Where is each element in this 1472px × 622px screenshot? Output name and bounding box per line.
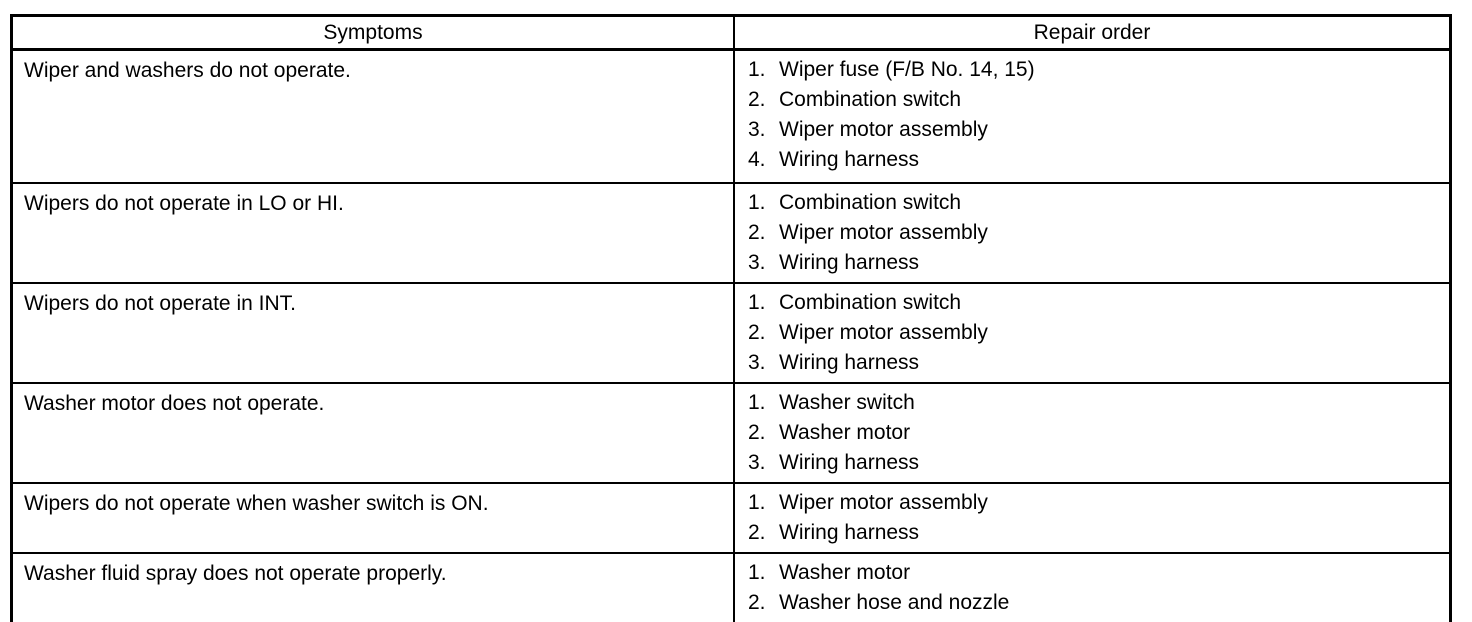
repair-cell: 1. Wiper fuse (F/B No. 14, 15) 2. Combin…: [733, 51, 1449, 182]
symptom-cell: Wiper and washers do not operate.: [24, 59, 351, 82]
repair-item-text: Washer switch: [779, 391, 915, 414]
repair-item-number: 2.: [748, 88, 766, 111]
repair-item-number: 4.: [748, 148, 766, 171]
repair-item-number: 2.: [748, 421, 766, 444]
table-row: Washer motor does not operate. 1. Washer…: [13, 382, 1449, 482]
repair-item-number: 1.: [748, 191, 766, 214]
repair-item-number: 2.: [748, 221, 766, 244]
repair-cell: 1. Combination switch 2. Wiper motor ass…: [733, 184, 1449, 282]
repair-item: 1. Washer motor: [748, 558, 1441, 588]
repair-item: 1. Combination switch: [748, 288, 1441, 318]
repair-item-text: Wiper motor assembly: [779, 221, 988, 244]
repair-item: 1. Wiper fuse (F/B No. 14, 15): [748, 55, 1441, 85]
repair-item: 2. Washer motor: [748, 418, 1441, 448]
repair-item-number: 3.: [748, 118, 766, 141]
repair-item-text: Combination switch: [779, 291, 962, 314]
repair-item-number: 2.: [748, 521, 766, 544]
repair-item-text: Wiring harness: [779, 148, 920, 171]
repair-cell: 1. Washer switch 2. Washer motor 3. Wiri…: [733, 384, 1449, 482]
table-row: Wiper and washers do not operate. 1. Wip…: [13, 51, 1449, 182]
repair-item-number: 1.: [748, 58, 766, 81]
symptom-cell: Wipers do not operate in LO or HI.: [24, 192, 344, 215]
repair-item: 1. Washer switch: [748, 388, 1441, 418]
repair-item-number: 1.: [748, 291, 766, 314]
repair-item: 2. Wiper motor assembly: [748, 318, 1441, 348]
repair-item: 2. Combination switch: [748, 85, 1441, 115]
table-header-row: Symptoms Repair order: [13, 17, 1449, 51]
repair-item-text: Combination switch: [779, 191, 962, 214]
repair-item-number: 3.: [748, 351, 766, 374]
repair-cell: 1. Washer motor 2. Washer hose and nozzl…: [733, 554, 1449, 622]
repair-item-text: Wiper motor assembly: [779, 118, 988, 141]
symptoms-repair-table: Symptoms Repair order Wiper and washers …: [10, 14, 1452, 622]
repair-item-text: Wiring harness: [779, 521, 920, 544]
repair-item-number: 1.: [748, 561, 766, 584]
repair-item: 4. Wiring harness: [748, 145, 1441, 175]
repair-item-number: 3.: [748, 451, 766, 474]
repair-item-text: Wiring harness: [779, 251, 920, 274]
repair-item-number: 1.: [748, 491, 766, 514]
repair-item-text: Wiring harness: [779, 451, 920, 474]
repair-cell: 1. Wiper motor assembly 2. Wiring harnes…: [733, 484, 1449, 552]
repair-item: 1. Combination switch: [748, 188, 1441, 218]
repair-item-number: 3.: [748, 251, 766, 274]
repair-item: 2. Washer hose and nozzle: [748, 588, 1441, 618]
table-row: Washer fluid spray does not operate prop…: [13, 552, 1449, 622]
repair-item: 2. Wiring harness: [748, 518, 1441, 548]
repair-item-number: 1.: [748, 391, 766, 414]
repair-item: 2. Wiper motor assembly: [748, 218, 1441, 248]
repair-cell: 1. Combination switch 2. Wiper motor ass…: [733, 284, 1449, 382]
repair-item-text: Wiper motor assembly: [779, 321, 988, 344]
symptom-cell: Washer motor does not operate.: [24, 392, 325, 415]
symptom-cell: Wipers do not operate in INT.: [24, 292, 296, 315]
repair-item-text: Wiper motor assembly: [779, 491, 988, 514]
symptom-cell: Wipers do not operate when washer switch…: [24, 492, 489, 515]
repair-item: 3. Wiring harness: [748, 248, 1441, 278]
repair-item: 3. Wiring harness: [748, 448, 1441, 478]
repair-item: 1. Wiper motor assembly: [748, 488, 1441, 518]
repair-item-text: Washer hose and nozzle: [779, 591, 1010, 614]
table-row: Wipers do not operate in INT. 1. Combina…: [13, 282, 1449, 382]
repair-item-number: 2.: [748, 591, 766, 614]
repair-item-text: Washer motor: [779, 561, 911, 584]
column-header-repair-order: Repair order: [733, 17, 1449, 48]
table-row: Wipers do not operate in LO or HI. 1. Co…: [13, 182, 1449, 282]
repair-item-number: 2.: [748, 321, 766, 344]
symptom-cell: Washer fluid spray does not operate prop…: [24, 562, 447, 585]
repair-item: 3. Wiring harness: [748, 348, 1441, 378]
column-header-symptoms: Symptoms: [323, 21, 423, 44]
repair-item-text: Wiring harness: [779, 351, 920, 374]
repair-item-text: Washer motor: [779, 421, 911, 444]
repair-item-text: Combination switch: [779, 88, 962, 111]
table-row: Wipers do not operate when washer switch…: [13, 482, 1449, 552]
repair-item: 3. Wiper motor assembly: [748, 115, 1441, 145]
repair-item-text: Wiper fuse (F/B No. 14, 15): [779, 58, 1035, 81]
